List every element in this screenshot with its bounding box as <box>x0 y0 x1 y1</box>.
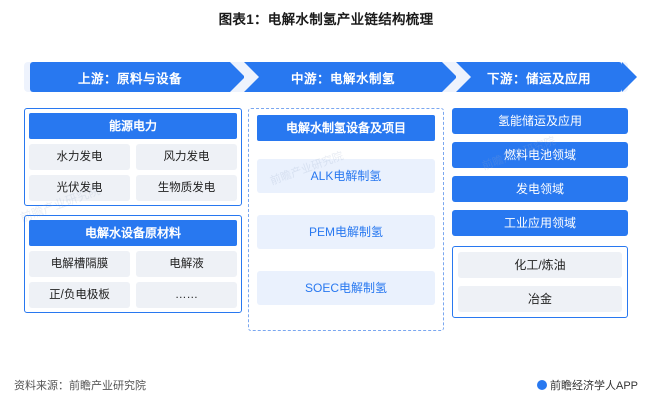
cell-electrolyzer-membrane: 电解槽隔膜 <box>29 251 130 277</box>
cell-industrial-application-field: 工业应用领域 <box>452 210 628 236</box>
cell-chemical-refining: 化工/炼油 <box>458 252 622 278</box>
cell-power-generation-field: 发电领域 <box>452 176 628 202</box>
brand-label: 前瞻经济学人APP <box>536 377 638 393</box>
cell-metallurgy: 冶金 <box>458 286 622 312</box>
upstream-energy-row-2: 光伏发电 生物质发电 <box>29 175 237 201</box>
cell-soec-electrolysis: SOEC电解制氢 <box>257 271 435 305</box>
cell-alk-electrolysis: ALK电解制氢 <box>257 159 435 193</box>
cell-pv-power: 光伏发电 <box>29 175 130 201</box>
upstream-materials-header: 电解水设备原材料 <box>29 220 237 246</box>
cell-electrolyte: 电解液 <box>136 251 237 277</box>
source-note: 资料来源：前瞻产业研究院 <box>14 380 146 392</box>
upstream-materials-row-1: 电解槽隔膜 电解液 <box>29 251 237 277</box>
stage-upstream: 上游：原料与设备 <box>30 62 245 92</box>
upstream-energy-row-1: 水力发电 风力发电 <box>29 144 237 170</box>
cell-hydro-power: 水力发电 <box>29 144 130 170</box>
cell-wind-power: 风力发电 <box>136 144 237 170</box>
midstream-column: 电解水制氢设备及项目 ALK电解制氢 PEM电解制氢 SOEC电解制氢 <box>248 108 444 340</box>
downstream-column: 氢能储运及应用 燃料电池领域 发电领域 工业应用领域 化工/炼油 冶金 <box>452 108 628 318</box>
downstream-gray-group: 化工/炼油 冶金 <box>452 246 628 318</box>
cell-biomass-power: 生物质发电 <box>136 175 237 201</box>
page-title: 图表1：电解水制氢产业链结构梳理 <box>218 12 434 27</box>
upstream-group-materials: 电解水设备原材料 电解槽隔膜 电解液 正/负电极板 …… <box>24 215 242 313</box>
brand-text: 前瞻经济学人APP <box>549 380 638 392</box>
brand-icon <box>536 380 547 390</box>
upstream-energy-header: 能源电力 <box>29 113 237 139</box>
stage-midstream: 中游：电解水制氢 <box>244 62 457 92</box>
upstream-group-energy: 能源电力 水力发电 风力发电 光伏发电 生物质发电 <box>24 108 242 206</box>
cell-fuel-cell-field: 燃料电池领域 <box>452 142 628 168</box>
cell-electrode-plates: 正/负电极板 <box>29 282 130 308</box>
downstream-header: 氢能储运及应用 <box>452 108 628 134</box>
upstream-column: 能源电力 水力发电 风力发电 光伏发电 生物质发电 电解水设备原材料 电解槽隔膜… <box>24 108 242 322</box>
midstream-group: 电解水制氢设备及项目 ALK电解制氢 PEM电解制氢 SOEC电解制氢 <box>248 108 444 331</box>
midstream-header: 电解水制氢设备及项目 <box>257 115 435 141</box>
cell-pem-electrolysis: PEM电解制氢 <box>257 215 435 249</box>
upstream-materials-row-2: 正/负电极板 …… <box>29 282 237 308</box>
cell-ellipsis: …… <box>136 282 237 308</box>
stage-downstream: 下游：储运及应用 <box>456 62 637 92</box>
